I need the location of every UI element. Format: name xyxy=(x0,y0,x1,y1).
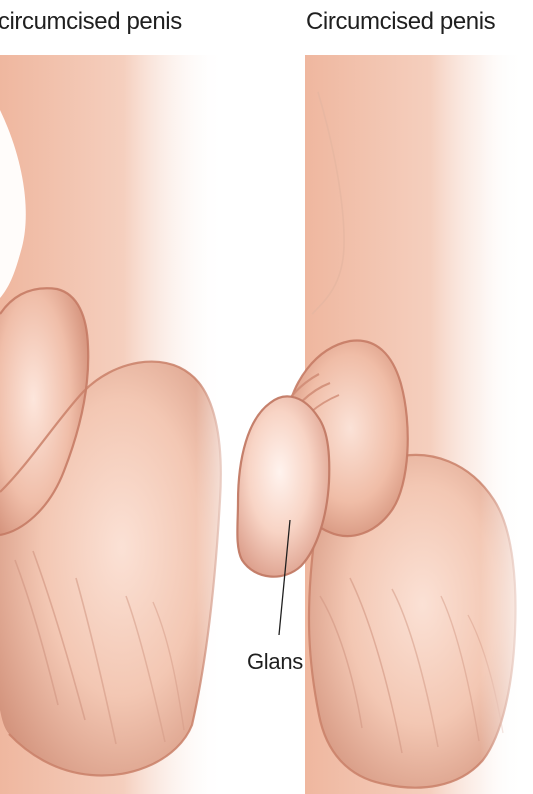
left-panel-title: Uncircumcised penis xyxy=(0,10,182,34)
right-panel-title: Circumcised penis xyxy=(306,10,495,34)
left-center-fade xyxy=(196,55,240,794)
right-figure xyxy=(237,55,533,794)
left-figure xyxy=(0,55,240,794)
right-edge-fade xyxy=(480,55,533,794)
glans-label: Glans xyxy=(247,651,303,673)
